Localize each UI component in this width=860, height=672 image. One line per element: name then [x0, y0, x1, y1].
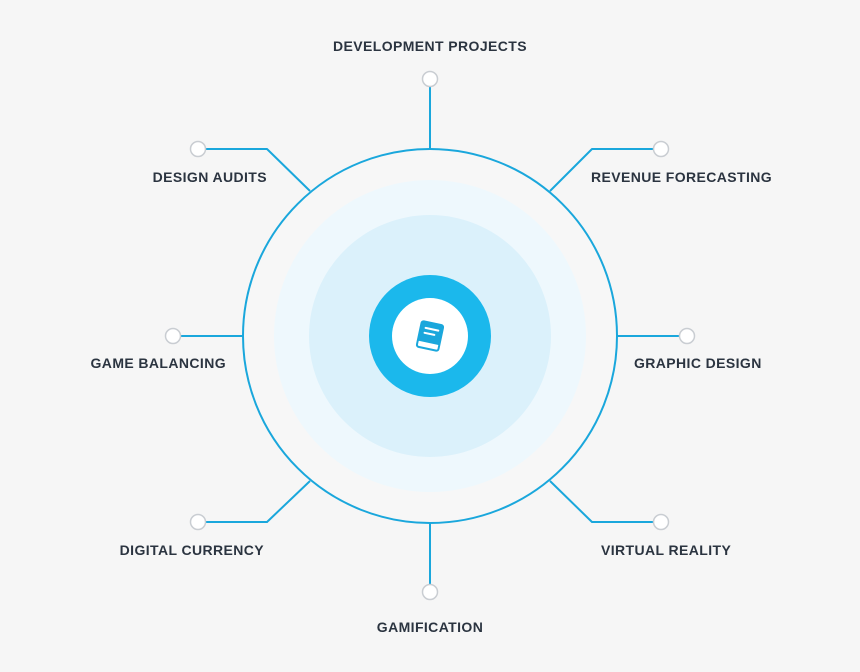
label-graphic-design: GRAPHIC DESIGN — [634, 355, 762, 371]
node-dot-graphic-design — [678, 327, 696, 345]
node-dot-game-balancing — [164, 327, 182, 345]
label-digital-currency: DIGITAL CURRENCY — [119, 542, 264, 558]
node-dot-revenue-forecasting — [652, 140, 670, 158]
node-dot-gamification — [421, 583, 439, 601]
label-revenue-forecasting: REVENUE FORECASTING — [591, 169, 773, 185]
label-game-balancing: GAME BALANCING — [90, 355, 226, 371]
node-dot-virtual-reality — [652, 513, 670, 531]
label-gamification: GAMIFICATION — [376, 619, 484, 635]
connector-digital-currency — [206, 480, 311, 523]
connector-virtual-reality — [549, 480, 653, 523]
label-development-projects: DEVELOPMENT PROJECTS — [333, 38, 527, 54]
node-dot-digital-currency — [189, 513, 207, 531]
node-dot-design-audits — [189, 140, 207, 158]
label-virtual-reality: VIRTUAL REALITY — [601, 542, 732, 558]
connector-revenue-forecasting — [549, 148, 653, 192]
node-dot-development-projects — [421, 70, 439, 88]
book-icon — [415, 320, 445, 352]
label-design-audits: DESIGN AUDITS — [152, 169, 267, 185]
connector-design-audits — [206, 148, 311, 192]
